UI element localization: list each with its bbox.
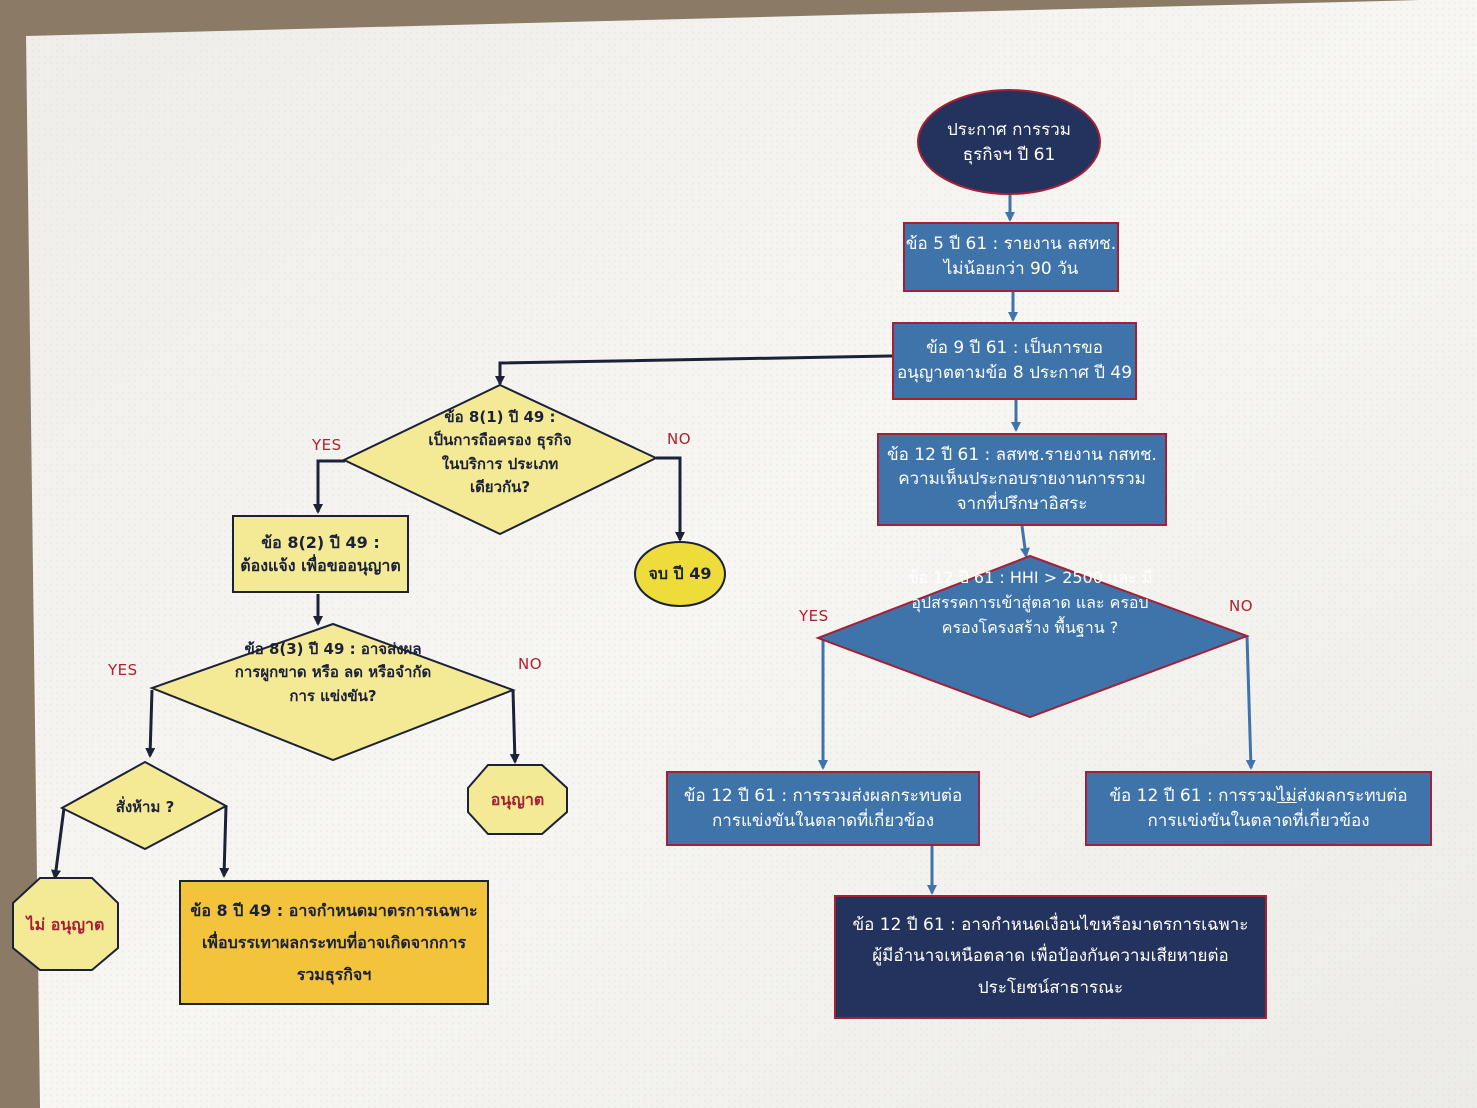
clause12-conditions-box: ข้อ 12 ปี 61 : อาจกำหนดเงื่อนไขหรือมาตรก… <box>834 895 1267 1019</box>
clause8-1-line-4: ประเภทเดียวกัน? <box>469 454 559 496</box>
arrow-clause8-1-yes <box>313 459 345 514</box>
clause5-line-2: ไม่น้อยกว่า 90 วัน <box>943 259 1079 279</box>
arrow-clause8-3-no <box>509 689 520 764</box>
permit-label: อนุญาต <box>468 785 567 815</box>
clause9-line-2: อนุญาตตามข้อ 8 ประกาศ ปี 49 <box>896 363 1133 383</box>
clause12-conditions-line-1: ข้อ 12 ปี 61 : อาจกำหนดเงื่อนไขหรือมาตรก… <box>852 914 1249 935</box>
not-permit-octagon <box>12 877 119 971</box>
clause8-3-line-3: หรือ ลด หรือจำกัดการ <box>289 663 432 705</box>
clause12-report-line-1: ข้อ 12 ปี 61 : ลสทช.รายงาน กสทช. <box>887 444 1157 465</box>
clause8-measures-line-3: รวมธุรกิจฯ <box>296 964 372 984</box>
clause8-measures-line-1: ข้อ 8 ปี 49 : อาจกำหนดมาตรการเฉพาะ <box>190 900 478 920</box>
end49-line-2: ปี 49 <box>673 564 712 583</box>
clause8-3-line-4: แข่งขัน? <box>320 686 377 705</box>
clause12-decision-line-4: และ ครอบครองโครงสร้าง <box>941 592 1149 637</box>
not-permit-line-1: ไม่ <box>26 915 46 934</box>
clause8-2-box: ข้อ 8(2) ปี 49 : ต้องแจ้ง เพื่อขออนุญาต <box>232 515 409 593</box>
start-line-1: ประกาศ <box>947 119 1007 140</box>
prohibit-text: สั่งห้าม ? <box>115 797 175 816</box>
clause8-2-line-1: ข้อ 8(2) ปี 49 : <box>261 532 380 552</box>
clause8-1-label: ข้อ 8(1) ปี 49 : เป็นการถือครอง ธุรกิจใน… <box>420 406 580 499</box>
clause8-1-line-3: ธุรกิจในบริการ <box>441 431 572 473</box>
clause12-conditions-line-2: ผู้มีอำนาจเหนือตลาด เพื่อป้องกันความเสีย… <box>872 946 1229 967</box>
clause12-decision-label: ข้อ 12 ปี 61 : HHI > 2500 และ มีอุปสรรคก… <box>900 566 1160 640</box>
clause12-decision-line-1: ข้อ 12 ปี 61 : <box>907 568 1005 587</box>
start-line-3: ปี 61 <box>1017 145 1056 165</box>
arrow-clause9-to-clause8-1 <box>495 354 893 386</box>
clause8-3-label: ข้อ 8(3) ปี 49 : อาจส่งผลการผูกขาด หรือ … <box>233 638 433 708</box>
clause12-decision-line-3: มีอุปสรรคการเข้าสู่ตลาด <box>911 568 1153 612</box>
clause8-1-diamond <box>341 383 659 536</box>
clause12-yes-line-2: การแข่งขันในตลาดที่เกี่ยวข้อง <box>711 810 934 831</box>
clause8-3-yes-label: YES <box>108 661 138 679</box>
clause8-1-yes-label: YES <box>312 436 342 454</box>
clause12-report-box: ข้อ 12 ปี 61 : ลสทช.รายงาน กสทช. ความเห็… <box>877 433 1167 526</box>
clause8-1-line-2: เป็นการถือครอง <box>428 431 532 450</box>
clause5-line-1: ข้อ 5 ปี 61 : รายงาน ลสทช. <box>905 234 1117 255</box>
clause12-no-underlined-word: ไม่ <box>1276 785 1297 806</box>
prohibit-label: สั่งห้าม ? <box>90 792 200 822</box>
clause12-no-line-1-pre: ข้อ 12 ปี 61 : การรวม <box>1109 785 1277 806</box>
clause9-box: ข้อ 9 ปี 61 : เป็นการขอ อนุญาตตามข้อ 8 ป… <box>892 322 1137 400</box>
end49-oval <box>634 541 726 607</box>
clause12-yes-line-1: ข้อ 12 ปี 61 : การรวมส่งผลกระทบต่อ <box>683 785 963 806</box>
clause5-box: ข้อ 5 ปี 61 : รายงาน ลสทช. ไม่น้อยกว่า 9… <box>903 222 1119 292</box>
clause12-decision-line-2: HHI > 2500 และ <box>1009 568 1137 587</box>
clause9-line-1: ข้อ 9 ปี 61 : เป็นการขอ <box>926 338 1103 359</box>
end49-label: จบ ปี 49 <box>640 546 720 602</box>
not-permit-label: ไม่ อนุญาต <box>13 890 118 960</box>
clause8-measures-box: ข้อ 8 ปี 49 : อาจกำหนดมาตรการเฉพาะ เพื่อ… <box>179 880 489 1005</box>
clause8-3-diamond <box>149 622 516 762</box>
clause12-no-line-1: ข้อ 12 ปี 61 : การรวมไม่ส่งผลกระทบต่อ <box>1109 784 1407 809</box>
prohibit-diamond <box>59 760 229 851</box>
not-permit-line-2: อนุญาต <box>50 915 105 934</box>
arrow-clause8-1-no <box>656 456 685 542</box>
clause12-no-box: ข้อ 12 ปี 61 : การรวมไม่ส่งผลกระทบต่อ กา… <box>1085 771 1432 846</box>
clause12-report-line-3: จากที่ปรึกษาอิสระ <box>956 493 1088 514</box>
arrow-clause8-3-yes <box>145 689 156 758</box>
clause8-3-line-2: อาจส่งผลการผูกขาด <box>234 640 422 682</box>
permit-text: อนุญาต <box>490 790 545 809</box>
clause12-yes-label: YES <box>799 607 829 625</box>
clause12-no-line-2: การแข่งขันในตลาดที่เกี่ยวข้อง <box>1147 810 1370 831</box>
start-oval <box>917 89 1101 195</box>
arrow-decision-no <box>1245 635 1256 770</box>
clause12-conditions-line-3: ประโยชน์สาธารณะ <box>977 977 1124 998</box>
arrow-prohibit-no <box>219 805 230 878</box>
permit-octagon <box>467 764 568 835</box>
clause12-decision-line-5: พื้นฐาน ? <box>1054 617 1119 637</box>
clause8-1-line-1: ข้อ 8(1) ปี 49 : <box>444 408 556 426</box>
arrow-report-to-decision <box>1019 525 1030 558</box>
clause8-2-line-2: ต้องแจ้ง เพื่อขออนุญาต <box>240 556 401 575</box>
clause12-no-label: NO <box>1229 597 1254 615</box>
end49-line-1: จบ <box>648 564 668 583</box>
arrow-prohibit-yes <box>51 807 66 880</box>
start-line-2: การรวมธุรกิจฯ <box>962 119 1071 166</box>
clause8-measures-line-2: เพื่อบรรเทาผลกระทบที่อาจเกิดจากการ <box>201 932 467 952</box>
clause8-3-no-label: NO <box>518 655 543 673</box>
clause12-report-line-2: ความเห็นประกอบรายงานการรวม <box>898 469 1146 490</box>
clause8-1-no-label: NO <box>667 430 692 448</box>
clause12-decision-diamond <box>815 554 1250 719</box>
clause8-3-line-1: ข้อ 8(3) ปี 49 : <box>244 640 356 658</box>
clause12-yes-box: ข้อ 12 ปี 61 : การรวมส่งผลกระทบต่อ การแข… <box>666 771 980 846</box>
clause12-no-line-1-post: ส่งผลกระทบต่อ <box>1296 785 1408 806</box>
start-label: ประกาศ การรวมธุรกิจฯ ปี 61 <box>929 96 1089 190</box>
